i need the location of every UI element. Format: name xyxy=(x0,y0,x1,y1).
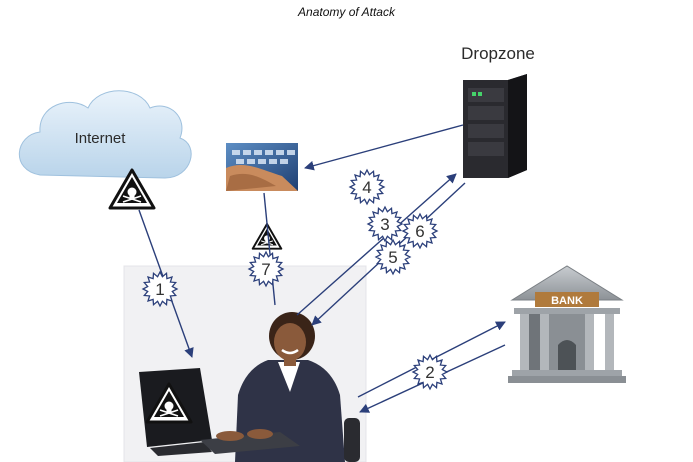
step-number: 7 xyxy=(261,260,270,279)
step-number: 3 xyxy=(380,215,389,234)
step-marker-7: 7 xyxy=(247,250,285,288)
keyboard-photo xyxy=(226,143,298,191)
step-star-shape xyxy=(247,250,285,288)
step-number: 2 xyxy=(425,363,434,382)
arrow-dropzone-to-keyboard xyxy=(304,124,464,171)
dropzone-label: Dropzone xyxy=(461,44,535,63)
step-star-shape xyxy=(348,168,386,206)
step-star-shape xyxy=(366,205,404,243)
internet-label: Internet xyxy=(75,130,127,147)
step-number: 6 xyxy=(415,222,424,241)
step-star-shape xyxy=(401,212,439,250)
step-marker-1: 1 xyxy=(141,270,179,308)
dropzone-server: Dropzone xyxy=(461,44,535,178)
step-number: 1 xyxy=(155,280,164,299)
server-icon xyxy=(463,74,527,178)
step-star-shape xyxy=(411,353,449,391)
step-star-shape xyxy=(374,238,412,276)
step-number: 4 xyxy=(362,178,371,197)
diagram-title: Anatomy of Attack xyxy=(298,5,395,19)
step-marker-5: 5 xyxy=(374,238,412,276)
step-marker-3: 3 xyxy=(366,205,404,243)
step-marker-2: 2 xyxy=(411,353,449,391)
bank-label: BANK xyxy=(551,295,583,307)
bank-icon: BANK xyxy=(508,265,626,383)
arrow-user-to-dropzone xyxy=(296,173,457,316)
step-marker-4: 4 xyxy=(348,168,386,206)
internet-cloud: Internet xyxy=(18,90,192,179)
step-number: 5 xyxy=(388,248,397,267)
step-marker-6: 6 xyxy=(401,212,439,250)
line-keyboard-to-user xyxy=(263,192,276,306)
cloud-icon xyxy=(18,90,192,179)
step-star-shape xyxy=(141,270,179,308)
